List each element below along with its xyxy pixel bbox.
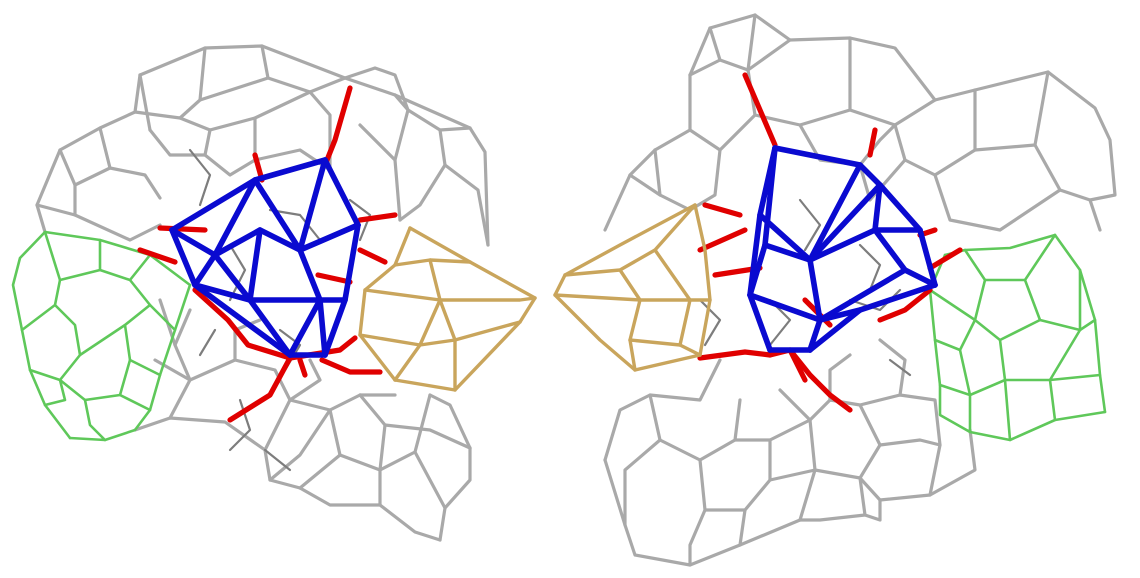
left-blue-core	[169, 157, 361, 358]
right-green-cell	[928, 233, 1107, 442]
right-structure	[553, 13, 1117, 567]
left-gray-cage	[35, 44, 490, 542]
left-green-cell	[11, 230, 192, 442]
right-gold-cell	[553, 203, 712, 372]
left-gold-cell	[358, 226, 537, 392]
left-structure	[11, 44, 537, 542]
left-red-edges	[137, 85, 398, 423]
right-gray-cage	[603, 13, 1117, 567]
right-blue-core	[747, 145, 938, 353]
